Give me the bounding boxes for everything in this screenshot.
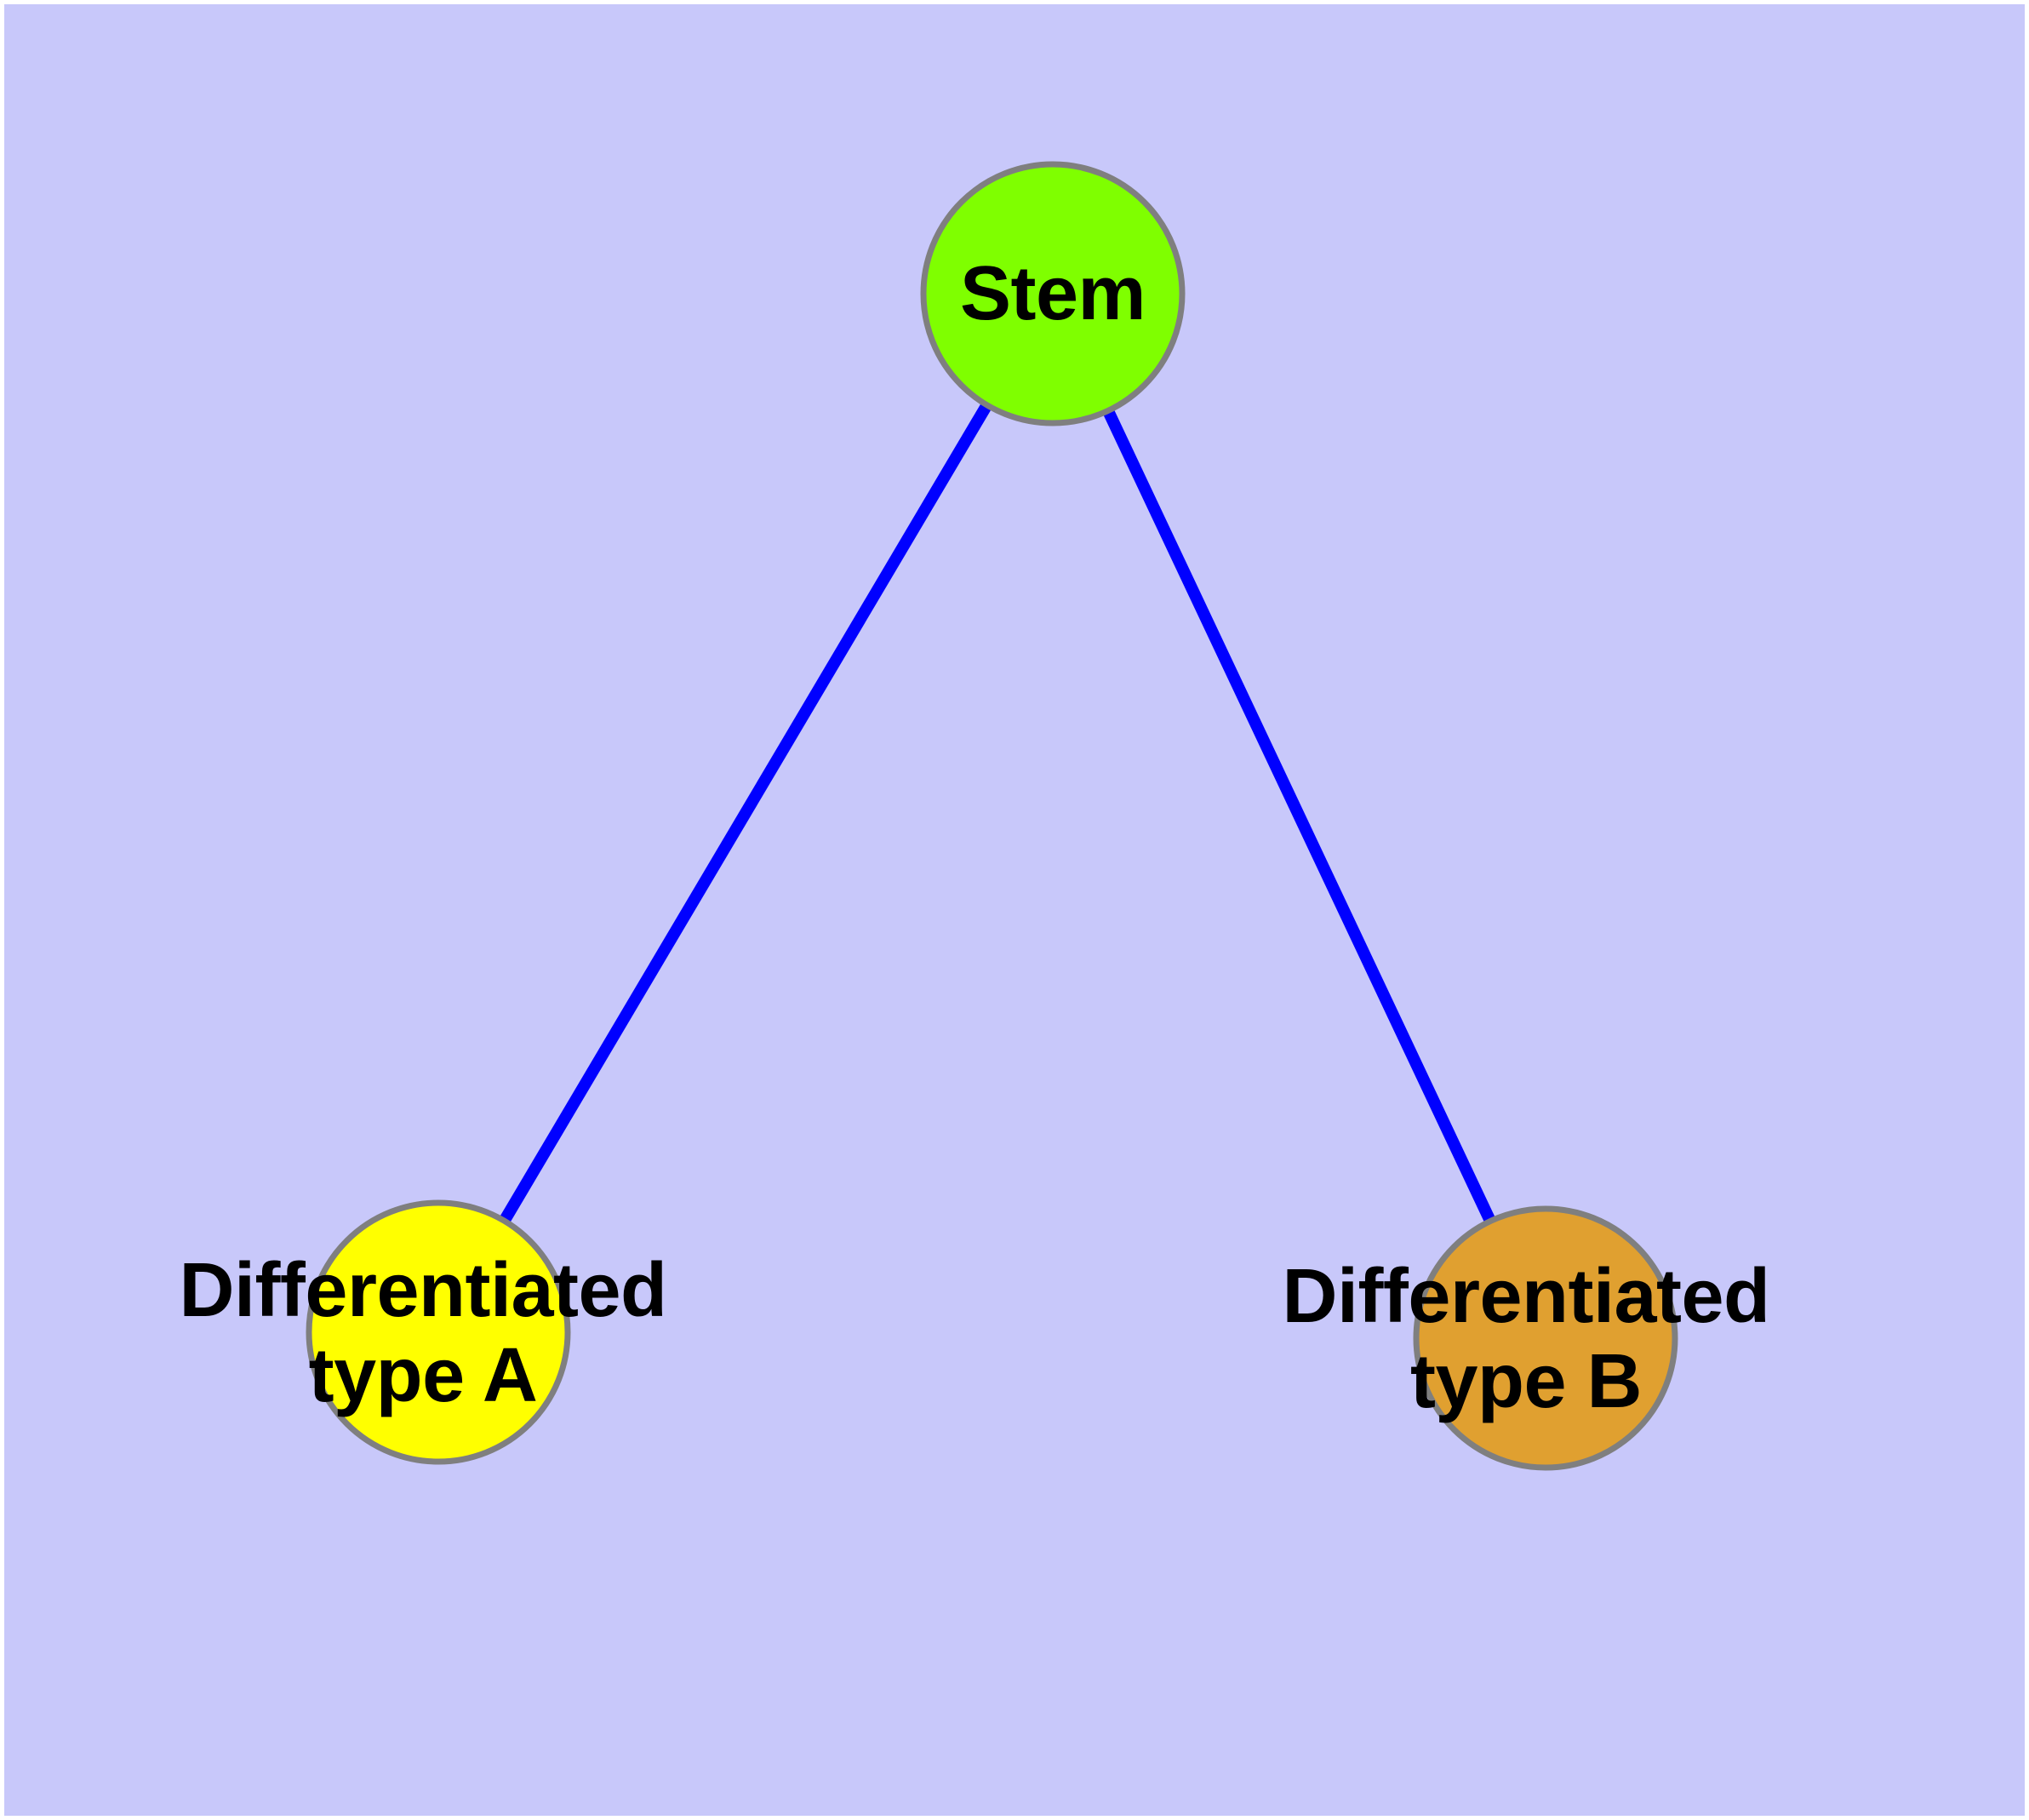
node-circle-stem[interactable] bbox=[920, 161, 1186, 426]
edge-layer bbox=[432, 290, 1552, 1341]
edge-stem-to-differentiated-type-a bbox=[432, 290, 1059, 1336]
node-circle-differentiated-type-a[interactable] bbox=[306, 1199, 571, 1465]
edge-stem-to-differentiated-type-b bbox=[1047, 291, 1552, 1341]
node-circle-differentiated-type-b[interactable] bbox=[1413, 1205, 1678, 1471]
node-layer bbox=[306, 161, 1678, 1471]
